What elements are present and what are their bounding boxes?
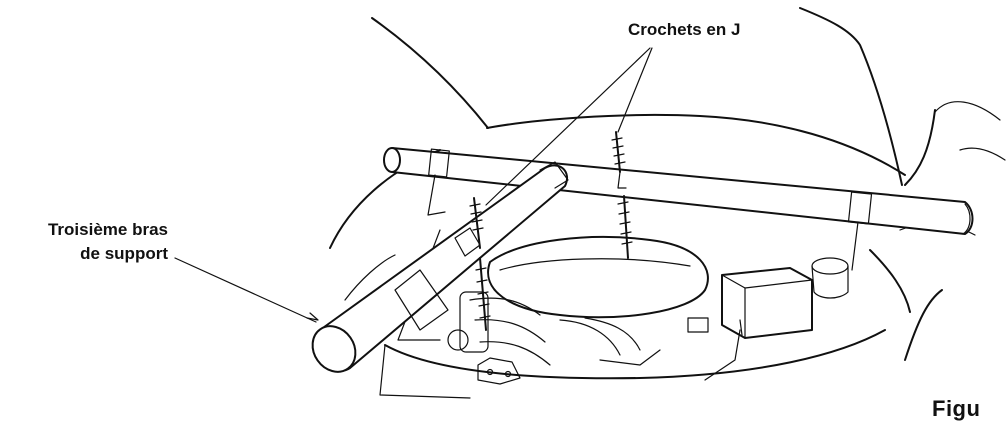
label-third-arm-line2: de support bbox=[80, 244, 168, 263]
crossbar bbox=[383, 147, 974, 271]
label-third-arm-line1: Troisième bras bbox=[47, 220, 168, 239]
label-j-hooks: Crochets en J bbox=[628, 20, 741, 39]
hood-latch bbox=[477, 357, 521, 385]
leader-lines bbox=[174, 47, 653, 323]
hood bbox=[371, 7, 1006, 186]
engine bbox=[447, 235, 709, 366]
j-hook-right bbox=[611, 131, 633, 259]
reservoir bbox=[811, 257, 849, 299]
third-support-arm bbox=[311, 161, 569, 373]
figure-caption: Figu bbox=[932, 396, 981, 421]
j-hook-left bbox=[469, 197, 491, 331]
battery bbox=[687, 267, 813, 381]
label-third-support-arm: Troisième bras de support bbox=[10, 218, 168, 266]
